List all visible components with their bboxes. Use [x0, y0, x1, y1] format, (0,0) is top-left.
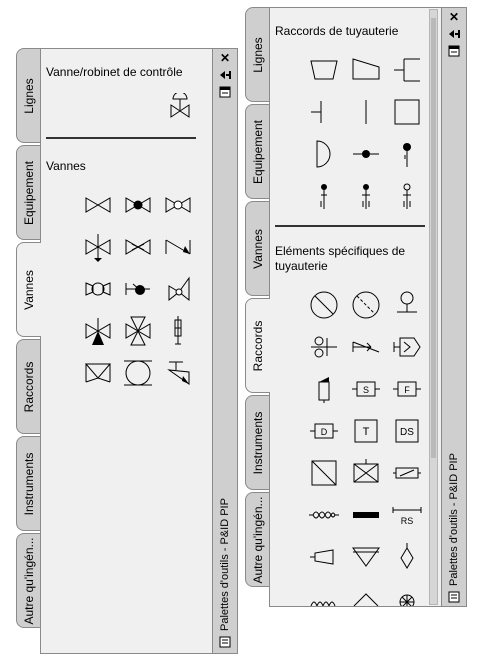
drain-icon[interactable] — [390, 137, 424, 171]
heat-trace-icon[interactable] — [349, 498, 383, 532]
tab-vannes[interactable]: Vannes — [245, 201, 269, 296]
separator — [275, 225, 425, 227]
reducer-icon[interactable] — [307, 53, 341, 87]
drop-icon[interactable] — [390, 540, 424, 574]
angle-check-valve-icon[interactable] — [161, 356, 195, 390]
right-tool-palette: Lignes Equipement Vannes Raccords Instru… — [245, 5, 467, 610]
palette-titlebar[interactable]: ✕ Palettes d'outils - P&ID PIP — [441, 7, 467, 607]
section-title: Raccords de tuyauterie — [275, 24, 399, 38]
s-fitting-icon[interactable]: S — [349, 372, 383, 406]
flow-meter-icon[interactable] — [307, 288, 341, 322]
autohide-icon[interactable] — [218, 68, 232, 82]
tab-autre[interactable]: Autre qu'ingén... — [16, 533, 40, 628]
tab-raccords[interactable]: Raccords — [16, 339, 40, 434]
rotameter-icon[interactable] — [349, 288, 383, 322]
gate-valve-icon[interactable] — [81, 188, 115, 222]
test-point-icon[interactable] — [390, 179, 424, 213]
spacer-icon[interactable] — [349, 95, 383, 129]
flange-icon[interactable] — [390, 53, 424, 87]
strainer-icon[interactable] — [390, 330, 424, 364]
four-way-valve-icon[interactable] — [121, 314, 155, 348]
filter-icon[interactable] — [307, 456, 341, 490]
f-label: F — [404, 385, 410, 395]
palette-title: Palettes d'outils - P&ID PIP — [448, 453, 460, 586]
sight-glass-icon[interactable] — [390, 288, 424, 322]
eccentric-reducer-icon[interactable] — [349, 53, 383, 87]
blind-flange-icon[interactable] — [307, 95, 341, 129]
close-icon[interactable]: ✕ — [448, 10, 460, 24]
palette-settings-icon[interactable] — [447, 590, 461, 604]
left-tool-palette: Lignes Equipement Vannes Raccords Instru… — [16, 44, 238, 656]
globe-valve-icon[interactable] — [161, 188, 195, 222]
separator — [46, 137, 196, 139]
tab-lignes[interactable]: Lignes — [245, 7, 269, 102]
three-way-valve-icon[interactable] — [81, 314, 115, 348]
expansion-joint-icon[interactable] — [307, 330, 341, 364]
sample-point-icon[interactable] — [349, 179, 383, 213]
cap-icon[interactable] — [307, 137, 341, 171]
relief-valve-icon[interactable] — [161, 314, 195, 348]
properties-icon[interactable] — [218, 85, 232, 99]
in-line-mixer-icon[interactable] — [390, 456, 424, 490]
section-title: Vanne/robinet de contrôle — [46, 65, 183, 79]
check-valve-icon[interactable] — [161, 230, 195, 264]
union-icon[interactable] — [349, 137, 383, 171]
ball-valve-icon[interactable] — [121, 188, 155, 222]
rs-label: RS — [401, 516, 414, 526]
d-fitting-icon[interactable]: D — [307, 414, 341, 448]
tab-vannes[interactable]: Vannes — [16, 242, 41, 337]
d-label: D — [321, 427, 328, 437]
palette-content: Vanne/robinet de contrôle Vannes — [40, 48, 213, 654]
funnel-icon[interactable] — [349, 540, 383, 574]
tab-equipement[interactable]: Equipement — [16, 145, 40, 240]
plug-valve-icon[interactable] — [121, 230, 155, 264]
rs-fitting-icon[interactable]: RS — [390, 498, 424, 532]
ds-fitting-icon[interactable]: DS — [390, 414, 424, 448]
autohide-icon[interactable] — [447, 27, 461, 41]
restriction-orifice-icon[interactable] — [349, 330, 383, 364]
tent-icon[interactable] — [349, 582, 383, 606]
angle-gate-valve-icon[interactable] — [81, 356, 115, 390]
close-icon[interactable]: ✕ — [219, 51, 231, 65]
tab-autre[interactable]: Autre qu'ingén... — [245, 492, 269, 587]
vertical-scrollbar[interactable] — [429, 9, 438, 605]
large-circle-valve-icon[interactable] — [121, 356, 155, 390]
t-label: T — [363, 426, 370, 438]
t-fitting-icon[interactable]: T — [349, 414, 383, 448]
s-label: S — [363, 385, 369, 395]
tab-instruments[interactable]: Instruments — [245, 395, 269, 490]
tab-instruments[interactable]: Instruments — [16, 436, 40, 531]
diaphragm-valve-icon[interactable] — [81, 272, 115, 306]
section-title: Eléments spécifiques de tuyauterie — [275, 244, 406, 273]
tab-equipement[interactable]: Equipement — [245, 104, 269, 199]
palette-title: Palettes d'outils - P&ID PIP — [219, 498, 231, 631]
palette-settings-icon[interactable] — [218, 635, 232, 649]
properties-icon[interactable] — [447, 44, 461, 58]
control-valve-icon[interactable] — [163, 93, 197, 127]
angle-valve-icon[interactable] — [161, 272, 195, 306]
needle-valve-icon[interactable] — [81, 230, 115, 264]
box-icon[interactable] — [390, 95, 424, 129]
scrollbar-thumb[interactable] — [431, 18, 436, 458]
pump-icon[interactable] — [307, 372, 341, 406]
tab-raccords[interactable]: Raccords — [245, 298, 270, 393]
wheel-icon[interactable] — [390, 582, 424, 606]
reducer-small-icon[interactable] — [307, 540, 341, 574]
section-title: Vannes — [46, 159, 86, 173]
palette-titlebar[interactable]: ✕ Palettes d'outils - P&ID PIP — [212, 48, 238, 654]
vent-icon[interactable] — [307, 179, 341, 213]
f-fitting-icon[interactable]: F — [390, 372, 424, 406]
flame-arrestor-icon[interactable] — [349, 456, 383, 490]
tab-lignes[interactable]: Lignes — [16, 48, 40, 143]
palette-content: Raccords de tuyauterie Eléments spécifiq… — [269, 7, 442, 607]
coil-icon[interactable] — [307, 582, 341, 606]
rotary-valve-icon[interactable] — [121, 272, 155, 306]
ds-label: DS — [400, 427, 414, 438]
flexible-hose-icon[interactable] — [307, 498, 341, 532]
